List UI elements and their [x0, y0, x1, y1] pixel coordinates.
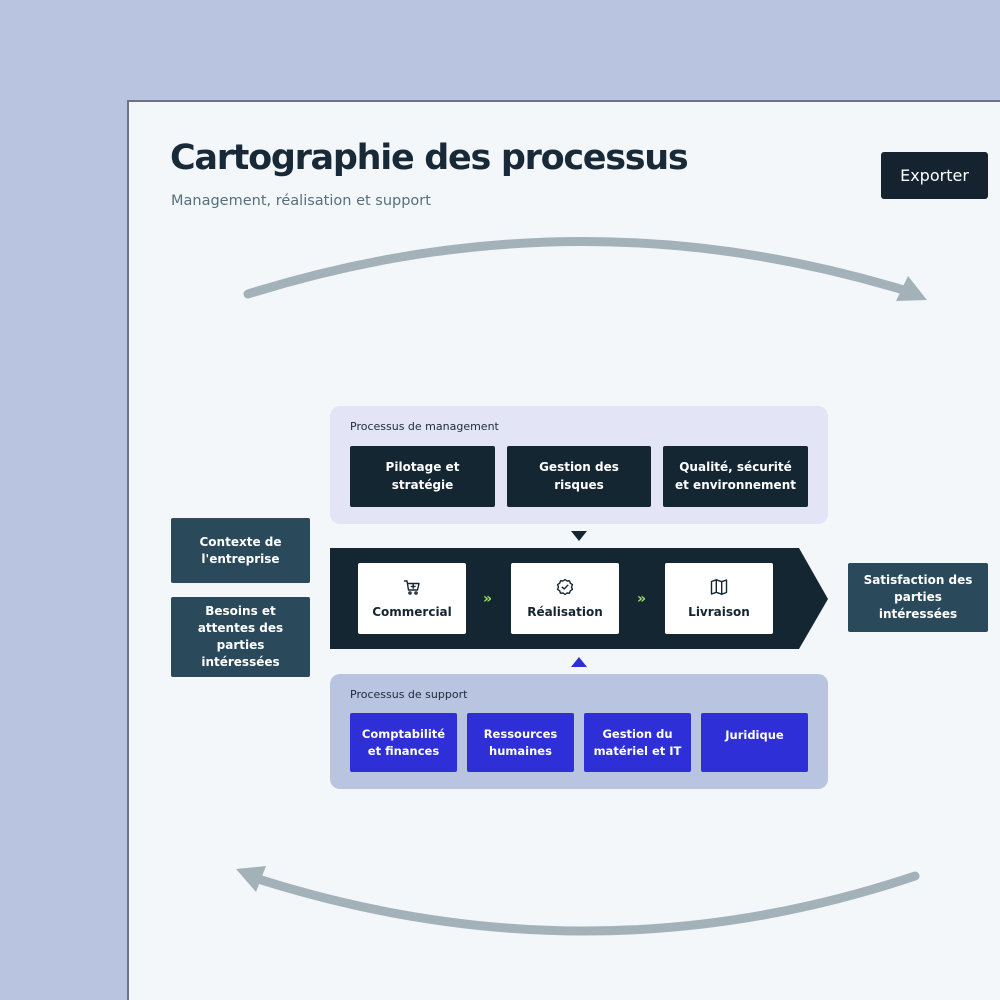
management-to-core-arrow	[571, 531, 587, 541]
core-step-livraison[interactable]: Livraison	[665, 563, 773, 634]
cart-icon	[403, 578, 421, 596]
management-item-pilotage[interactable]: Pilotage et stratégie	[350, 446, 495, 507]
management-item-risques[interactable]: Gestion des risques	[507, 446, 651, 507]
support-item-materiel-it[interactable]: Gestion du matériel et IT	[584, 713, 691, 772]
output-satisfaction[interactable]: Satisfaction des parties intéressées	[848, 563, 988, 632]
support-to-core-arrow	[571, 657, 587, 667]
core-step-commercial[interactable]: Commercial	[358, 563, 466, 634]
support-item-comptabilite[interactable]: Comptabilité et finances	[350, 713, 457, 772]
input-contexte[interactable]: Contexte de l'entreprise	[171, 518, 310, 583]
bottom-cycle-arrow	[236, 866, 920, 936]
top-cycle-arrow	[243, 237, 927, 301]
management-item-qse[interactable]: Qualité, sécurité et environnement	[663, 446, 808, 507]
map-icon	[710, 578, 728, 596]
support-item-juridique[interactable]: Juridique	[701, 713, 808, 772]
input-besoins[interactable]: Besoins et attentes des parties intéress…	[171, 597, 310, 677]
core-step-label: Réalisation	[527, 605, 603, 619]
badge-check-icon	[556, 578, 574, 596]
page-subtitle: Management, réalisation et support	[171, 193, 431, 209]
export-button[interactable]: Exporter	[881, 152, 988, 199]
core-step-realisation[interactable]: Réalisation	[511, 563, 619, 634]
core-step-label: Commercial	[372, 605, 452, 619]
page-title: Cartographie des processus	[170, 138, 689, 178]
step-separator: »	[637, 591, 647, 607]
management-group-label: Processus de management	[350, 420, 499, 433]
support-group-label: Processus de support	[350, 688, 468, 701]
core-step-label: Livraison	[688, 605, 750, 619]
step-separator: »	[483, 591, 493, 607]
support-item-rh[interactable]: Ressources humaines	[467, 713, 574, 772]
